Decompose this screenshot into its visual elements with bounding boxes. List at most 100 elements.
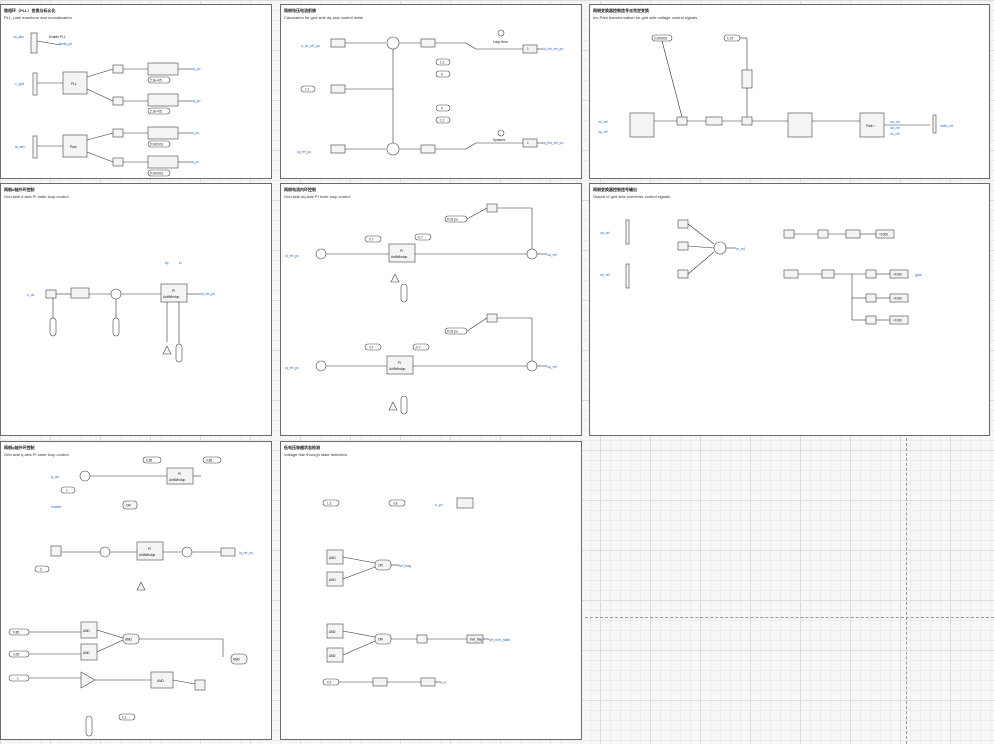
const-value: 0.8 — [393, 502, 398, 506]
signal-label: q_ref — [51, 475, 59, 479]
const-value: 0.2 — [327, 681, 332, 685]
signal-label: ua_ref — [600, 231, 610, 235]
pi-label: PI — [178, 472, 181, 476]
pi-label: PI — [398, 361, 401, 365]
panel-subtitle: Grid side q axis PI outer loop control — [4, 452, 69, 457]
and-label: AND — [329, 630, 336, 634]
and-label: AND — [83, 651, 90, 655]
signal-label: Vabc_ref — [940, 124, 953, 128]
pi-label: PI — [172, 289, 175, 293]
and-label: AND — [83, 629, 90, 633]
gain-value: 1 — [527, 141, 529, 145]
signal-label: ub_ref — [890, 126, 900, 130]
const-value: 1 — [66, 489, 68, 493]
signal-label: ia_abc — [15, 145, 25, 149]
and-label: AND — [329, 556, 336, 560]
signal-label: ud_ref — [547, 253, 557, 257]
panel-subtitle: Grid side d axis PI outer loop control — [4, 194, 69, 199]
panel-d-outer[interactable]: 网侧d轴外环控制 Grid side d axis PI outer loop … — [0, 183, 272, 436]
signal-label: ud_ref — [598, 120, 608, 124]
panel-pll-park[interactable]: 锁相环（PLL）变换与标幺化 PLL, park transform and n… — [0, 4, 272, 179]
signal-label: id_ref_pu — [201, 292, 215, 296]
const-value: 2 — [40, 568, 42, 572]
inv-park-label: Park⁻¹ — [866, 124, 875, 128]
and-label: AND — [157, 679, 164, 683]
enable-pll-label: Enable PLL — [49, 35, 66, 39]
signal-label: uc_ref — [890, 132, 899, 136]
or-label: OR — [378, 638, 383, 642]
panel-q-outer[interactable]: 网侧q轴外环控制 Grid side q axis PI outer loop … — [0, 441, 272, 740]
block-diagram-inv-park: 0.000001 1.07 Park⁻¹ ud_ref uq_ref ua_re… — [598, 34, 953, 138]
block-diagram-dq-inner: id_ref_pu PI AntiWindup 0.7 -0.7 ud_ref … — [285, 203, 557, 415]
block-diagram-d-outer: u_dc PI AntiWindup id_ref_pu kp ki — [27, 261, 215, 363]
panel-subtitle: Grid side dq axis PI inner loop control — [284, 194, 351, 199]
signal-label: ki — [179, 261, 182, 265]
canvas-guide-horizontal — [585, 617, 994, 618]
panel-dq-inner[interactable]: 网侧电流内环控制 Grid side dq axis PI inner loop… — [280, 183, 582, 436]
const-value: 0 — [441, 107, 443, 111]
signal-label: ud_pu — [191, 67, 201, 71]
park-label: Park — [70, 145, 77, 149]
signal-label: gate — [915, 273, 922, 277]
const-value: 0.7 — [369, 238, 374, 242]
signal-label: uq_ref — [547, 365, 557, 369]
mux-block — [30, 32, 38, 54]
and-label: AND — [329, 654, 336, 658]
block-diagram-vrt: 1.2 0.8 u_pu AND AND OR lvrt_flag AND AN… — [322, 497, 510, 687]
signal-label: uq_ref — [598, 130, 608, 134]
const-value: 0.000001 — [654, 37, 668, 41]
signal-label: iq_ref_pu — [239, 551, 253, 555]
signal-label: va_abc — [13, 35, 24, 39]
panel-title: 网侧变换器控制信号派克逆变换 — [593, 8, 649, 13]
const-value: 0.000001 — [150, 143, 164, 147]
const-value: 0.85 — [146, 459, 152, 463]
const-value: 0.02 pu — [447, 218, 458, 222]
gain-value: ×1000 — [893, 297, 902, 301]
signal-label: iq_lim_ref_pu — [543, 141, 563, 145]
dynamic-label: Dynamic — [493, 138, 506, 142]
signal-label: ua_ref — [890, 120, 900, 124]
gain-value: ×1000 — [893, 319, 902, 323]
signal-label: theta_pll — [59, 42, 72, 46]
panel-vrt-detect[interactable]: 低电压穿越状态检测 Voltage ride through state det… — [280, 441, 582, 740]
signal-label: kp — [165, 261, 169, 265]
signal-label: 0.9 — [441, 681, 446, 685]
const-value: 1.2 — [440, 61, 445, 65]
pi-label: PI — [148, 547, 151, 551]
panel-limits[interactable]: 网侧电压电流前馈 Calculation for grid side dq ax… — [280, 4, 582, 179]
panel-inv-park[interactable]: 网侧变换器控制信号派克逆变换 Inv-Park transformation f… — [589, 4, 990, 179]
signal-label: enable — [51, 505, 61, 509]
signal-label: id_pu — [191, 131, 199, 135]
const-value: -0.7 — [415, 346, 421, 350]
panel-title: 网侧电压电流前馈 — [284, 8, 316, 13]
const-value: 0.1 — [122, 716, 127, 720]
const-value: -0.7 — [417, 236, 423, 240]
pll-label: PLL — [71, 82, 77, 86]
panel-title: 锁相环（PLL）变换与标幺化 — [4, 8, 56, 13]
signal-label: u_dc_ref_pu — [301, 44, 320, 48]
const-value: 1.07 — [727, 37, 733, 41]
canvas-guide-vertical — [906, 438, 907, 744]
and-label: AND — [329, 578, 336, 582]
or-label: OR — [378, 564, 383, 568]
const-value: 1.1 — [305, 88, 310, 92]
hvrt-label: hvrt_flag — [470, 638, 482, 642]
loop-label: Loop Here — [493, 40, 508, 44]
and-label: AND — [233, 658, 240, 662]
signal-label: id_ref_pu — [285, 254, 299, 258]
panel-subtitle: Output of grid side converter control si… — [593, 194, 671, 199]
signal-label: id_lim_ref_pu — [543, 47, 563, 51]
signal-label: ub_ref — [600, 273, 610, 277]
antiwindup-label: AntiWindup — [389, 367, 406, 371]
const-value: 0 — [441, 73, 443, 77]
panel-title: 网侧变换器控制信号输出 — [593, 187, 637, 192]
signal-label: lvrt_flag — [399, 564, 411, 568]
const-value: 0.85 — [13, 631, 19, 635]
block-diagram-limits: u_dc_ref_pu iq_ref_pu 1.1 1.2 0 0 1.2 Lo… — [297, 29, 563, 156]
gain-value: 1 — [527, 47, 529, 51]
signal-label: u_pu — [435, 503, 443, 507]
panel-output[interactable]: 网侧变换器控制信号输出 Output of grid side converte… — [589, 183, 990, 436]
signal-label: lvrt_hvrt_state — [489, 638, 510, 642]
const-value: 2.3e+05 — [150, 79, 162, 83]
signal-label: iq_pu — [191, 160, 199, 164]
